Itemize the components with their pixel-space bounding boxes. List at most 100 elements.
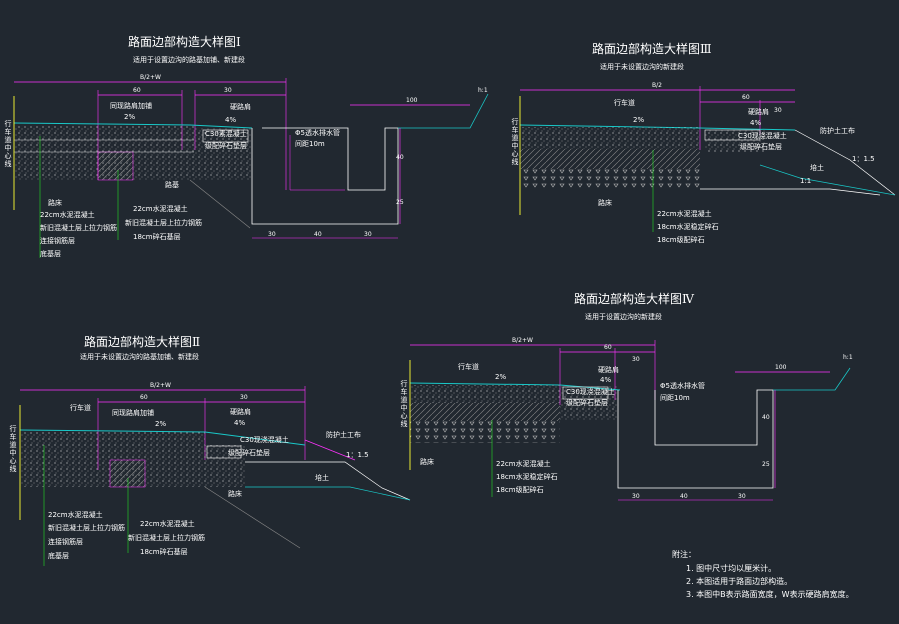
d2-protect: 防护土工布 xyxy=(326,431,361,439)
diagram-3 xyxy=(519,86,896,232)
d1-layer-2: 连接钢筋层 xyxy=(40,237,75,245)
d1-dim-b2: 30 xyxy=(364,231,372,238)
d1-title: 路面边部构造大样图Ⅰ xyxy=(128,35,241,49)
d4-dim-total: B/2+W xyxy=(512,337,533,344)
diagram-4 xyxy=(409,340,851,501)
d1-shoulder: 硬路肩 xyxy=(230,103,251,111)
d1-centerline: 行车道中心线 xyxy=(4,120,12,168)
d3-title: 路面边部构造大样图Ⅲ xyxy=(592,42,712,56)
d2-dim-lane: 60 xyxy=(140,394,148,401)
d1-dim-shoulder: 30 xyxy=(224,87,232,94)
d1-dim-v0: 40 xyxy=(396,154,404,161)
d1-c30: C30素混凝土 xyxy=(205,130,247,138)
d4-title: 路面边部构造大样图Ⅳ xyxy=(574,292,694,306)
d3-layer-1: 18cm水泥稳定碎石 xyxy=(657,223,719,231)
d4-dim-v1: 25 xyxy=(762,461,770,468)
d1-dim-slope-width: 100 xyxy=(406,97,418,104)
d4-layer-2: 18cm级配碎石 xyxy=(496,486,544,494)
notes-heading: 附注： xyxy=(672,550,696,559)
d1-layer-right-2: 18cm碎石基层 xyxy=(133,233,181,241)
d2-layer-right-1: 新旧混凝土层上拉力钢筋 xyxy=(128,534,205,542)
diagram-2 xyxy=(19,386,411,566)
d4-dim-v0: 40 xyxy=(762,414,770,421)
d2-stone: 级配碎石垫层 xyxy=(228,449,270,457)
d4-road-base: 路床 xyxy=(420,458,434,466)
d2-ratio: 1：1.5 xyxy=(346,451,369,459)
d1-pipe-spacing: 间距10m xyxy=(295,140,325,148)
d4-dim-slope-width: 100 xyxy=(775,364,787,371)
d1-pipe: Φ5透水排水管 xyxy=(295,129,340,137)
d2-centerline: 行车道中心线 xyxy=(9,425,17,473)
d2-shoulder: 硬路肩 xyxy=(230,408,251,416)
d1-layer-right-0: 22cm水泥混凝土 xyxy=(133,205,188,213)
d3-slope4: 4% xyxy=(750,119,762,127)
d4-subtitle: 适用于设置边沟的新建段 xyxy=(585,313,662,321)
d4-stone: 级配碎石垫层 xyxy=(566,399,608,407)
d4-dim-ratio: h:1 xyxy=(843,354,853,361)
d3-subtitle: 适用于未设置边沟的新建段 xyxy=(600,63,684,71)
d1-stone: 级配碎石垫层 xyxy=(205,142,247,150)
d1-dim-ratio: h:1 xyxy=(478,87,488,94)
d2-dim-total: B/2+W xyxy=(150,382,171,389)
d2-c30: C30现浇混凝土 xyxy=(240,436,289,444)
d2-layer-0: 22cm水泥混凝土 xyxy=(48,511,103,519)
d2-dim-shoulder: 30 xyxy=(240,394,248,401)
d1-old: 路基 xyxy=(165,181,179,189)
d4-lane: 行车道 xyxy=(458,363,479,371)
d1-dim-b1: 40 xyxy=(314,231,322,238)
d2-layer-right-2: 18cm碎石基层 xyxy=(140,548,188,556)
d2-soil: 培土 xyxy=(315,474,329,482)
d3-c30: C30现浇混凝土 xyxy=(738,132,787,140)
d1-dim-b0: 30 xyxy=(268,231,276,238)
d1-roadbed: 路床 xyxy=(48,199,62,207)
d4-layer-0: 22cm水泥混凝土 xyxy=(496,460,551,468)
d1-subtitle: 适用于设置边沟的路基加铺、新建段 xyxy=(133,56,245,64)
d3-centerline: 行车道中心线 xyxy=(511,118,519,166)
d1-lane-edge: 同现路肩加铺 xyxy=(110,102,152,110)
d4-c30: C30现浇混凝土 xyxy=(566,388,615,396)
d3-shoulder: 硬路肩 xyxy=(748,108,769,116)
d2-layer-right-0: 22cm水泥混凝土 xyxy=(140,520,195,528)
d2-road-base: 路床 xyxy=(228,490,242,498)
d4-dim-lane: 60 xyxy=(604,344,612,351)
d3-slope2: 2% xyxy=(633,116,645,124)
d3-road-base: 路床 xyxy=(598,199,612,207)
d1-layer-3: 底基层 xyxy=(40,250,61,258)
notes-item-3: 3. 本图中B表示路面宽度，W表示硬路肩宽度。 xyxy=(686,590,854,599)
d2-lane: 行车道 xyxy=(70,404,91,412)
d3-stone: 级配碎石垫层 xyxy=(740,143,782,151)
d2-layer-1: 新旧混凝土层上拉力钢筋 xyxy=(48,524,125,532)
d3-dim-lane: 60 xyxy=(742,94,750,101)
d3-ratio2: 1:1 xyxy=(800,177,812,185)
d4-dim-b2: 30 xyxy=(738,493,746,500)
d3-soil: 培土 xyxy=(810,164,824,172)
d2-subtitle: 适用于未设置边沟的路基加铺、新建段 xyxy=(80,353,199,361)
d4-layer-1: 18cm水泥稳定碎石 xyxy=(496,473,558,481)
d1-dim-lane: 60 xyxy=(133,87,141,94)
notes-item-2: 2. 本图适用于路面边部构造。 xyxy=(686,577,793,586)
d1-layer-0: 22cm水泥混凝土 xyxy=(40,211,95,219)
d3-dim-shoulder: 30 xyxy=(774,107,782,114)
d3-ratio: 1：1.5 xyxy=(852,155,875,163)
d4-pipe-spacing: 间距10m xyxy=(660,394,690,402)
d3-lane: 行车道 xyxy=(614,99,635,107)
d4-slope2: 2% xyxy=(495,373,507,381)
d4-dim-b1: 40 xyxy=(680,493,688,500)
d2-layer-2: 连接钢筋层 xyxy=(48,538,83,546)
d1-layer-1: 新旧混凝土层上拉力钢筋 xyxy=(40,224,117,232)
d1-slope2: 2% xyxy=(124,113,136,121)
d4-shoulder: 硬路肩 xyxy=(598,366,619,374)
d1-slope4: 4% xyxy=(225,116,237,124)
d3-dim-total: B/2 xyxy=(652,82,662,89)
d2-slope4: 4% xyxy=(234,419,246,427)
d3-protect: 防护土工布 xyxy=(820,127,855,135)
d1-layer-right-1: 新旧混凝土层上拉力钢筋 xyxy=(125,219,202,227)
notes-item-1: 1. 图中尺寸均以厘米计。 xyxy=(686,564,777,573)
d3-layer-0: 22cm水泥混凝土 xyxy=(657,210,712,218)
d4-slope4: 4% xyxy=(600,376,612,384)
d1-dim-total: B/2+W xyxy=(140,74,161,81)
d4-dim-shoulder: 30 xyxy=(632,356,640,363)
d2-lane-edge: 同现路肩加铺 xyxy=(112,409,154,417)
diagram-1 xyxy=(13,78,489,258)
